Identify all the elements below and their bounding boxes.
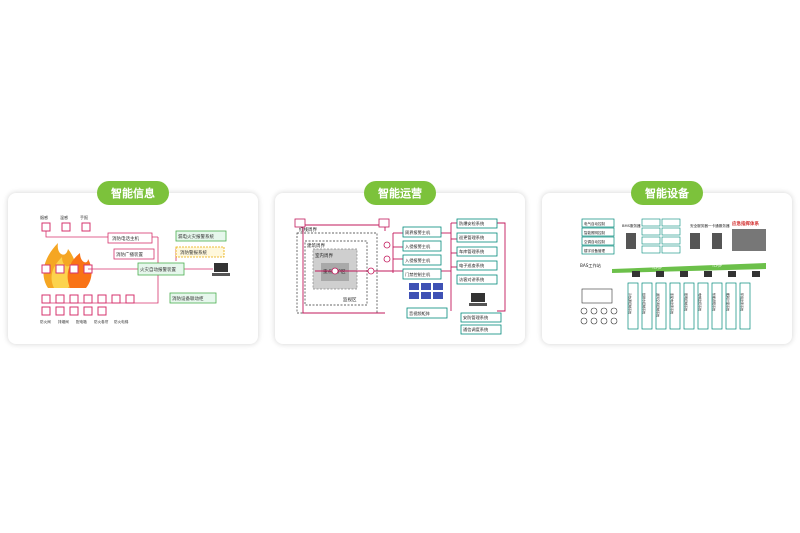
host-perimeter: 周界报警主机 bbox=[405, 229, 431, 236]
card-title: 智能运营 bbox=[364, 181, 436, 205]
label-manual: 手报 bbox=[80, 214, 88, 220]
bottom-security: 安防管理系统 bbox=[463, 314, 488, 321]
label-heat: 温感 bbox=[60, 214, 68, 220]
svg-text:电梯监控系统: 电梯监控系统 bbox=[698, 293, 703, 311]
sys-0: 防爆安检系统 bbox=[459, 220, 484, 227]
svg-text:给排水控制系统: 给排水控制系统 bbox=[642, 293, 647, 314]
bottom-matrix: 音视频矩阵 bbox=[409, 310, 431, 317]
card-title: 智能设备 bbox=[631, 181, 703, 205]
svg-text:空调自动控制: 空调自动控制 bbox=[584, 239, 605, 244]
bottom-2: 配电箱 bbox=[76, 319, 87, 324]
sys-1: 巡更管理系统 bbox=[459, 234, 484, 241]
box-auto-alarm: 火灾自动报警装置 bbox=[140, 266, 176, 273]
svg-text:变配电监测系统: 变配电监测系统 bbox=[670, 293, 675, 314]
server-icon bbox=[626, 233, 722, 249]
emergency-label: 应急指挥体系 bbox=[732, 220, 759, 227]
sys-4: 访客对讲系统 bbox=[459, 276, 484, 283]
zone-redline: 红线周界 bbox=[299, 226, 317, 233]
server-bms: BMS服务器 bbox=[622, 223, 641, 228]
bottom-1: 排烟阀 bbox=[58, 319, 69, 324]
svg-text:冷热源控制系统: 冷热源控制系统 bbox=[628, 293, 633, 314]
svg-text:楼宇设备管理: 楼宇设备管理 bbox=[584, 248, 605, 253]
box-alarm-system: 消防警报系统 bbox=[180, 249, 207, 256]
bms-diagram: 电气自动控制 智能照明控制 空调自动控制 楼宇设备管理 BMS服务器 安全服务器… bbox=[580, 218, 766, 330]
zone-building: 建筑周界 bbox=[307, 242, 325, 249]
computer-icon bbox=[469, 293, 487, 306]
bottom-0: 防火阀 bbox=[40, 319, 51, 324]
svg-text:智能照明控制: 智能照明控制 bbox=[584, 230, 605, 235]
monitor-wall-icon bbox=[409, 283, 443, 299]
command-center-image bbox=[732, 229, 766, 251]
fire-alarm-diagram: 烟感 温感 手报 消防电话主机 漏电火灾报警系统 消防广播装置 bbox=[40, 214, 230, 324]
svg-text:照明控制系统: 照明控制系统 bbox=[684, 293, 689, 311]
box-linkage: 消防设备联动柜 bbox=[172, 295, 204, 302]
server-security: 安全服务器 bbox=[690, 223, 708, 228]
host-access: 门禁控制主机 bbox=[405, 271, 431, 278]
svg-text:TCP/IP: TCP/IP bbox=[711, 264, 722, 268]
sys-2: 车库管理系统 bbox=[459, 248, 484, 255]
box-broadcast: 消防广播装置 bbox=[116, 251, 143, 258]
host-intrusion-1: 入侵报警主机 bbox=[405, 243, 431, 250]
svg-text:能耗计量系统: 能耗计量系统 bbox=[726, 293, 731, 311]
svg-text:TCP/IP: TCP/IP bbox=[651, 266, 662, 270]
bottom-3: 防火卷帘 bbox=[94, 319, 109, 324]
card-smart-equipment[interactable]: 智能设备 电气自动控制 智能照明控制 空调自动控制 楼宇设备管理 BMS服务器 … bbox=[542, 181, 792, 344]
server-card: 一卡通服务器 bbox=[708, 223, 730, 228]
controller-icons bbox=[632, 271, 760, 277]
zone-indoor: 室内周界 bbox=[315, 252, 333, 259]
bottom-dispatch: 通信调度系统 bbox=[463, 326, 488, 333]
network-bar bbox=[612, 263, 766, 273]
label-smoke: 烟感 bbox=[40, 214, 48, 220]
svg-text:环境监测系统: 环境监测系统 bbox=[740, 293, 745, 311]
card-title: 智能信息 bbox=[97, 181, 169, 205]
host-intrusion-2: 入侵报警主机 bbox=[405, 257, 431, 264]
card-smart-operation[interactable]: 智能运营 红线周界 建筑周界 室内周界 重点防护区 监视区 bbox=[275, 181, 525, 344]
security-diagram: 红线周界 建筑周界 室内周界 重点防护区 监视区 周界报警主机 入侵报警 bbox=[294, 218, 506, 335]
box-leakage: 漏电火灾报警系统 bbox=[178, 233, 214, 240]
zone-monitor: 监视区 bbox=[343, 296, 357, 303]
card-smart-info[interactable]: 智能信息 烟感 温感 手报 bbox=[8, 181, 258, 344]
svg-text:通风空调控制系统: 通风空调控制系统 bbox=[656, 293, 661, 317]
computer-icon bbox=[212, 263, 230, 276]
box-fire-phone: 消防电话主机 bbox=[112, 235, 139, 242]
sys-3: 电子巡查系统 bbox=[459, 262, 484, 269]
svg-text:电气自动控制: 电气自动控制 bbox=[584, 221, 605, 226]
bottom-4: 防火电梯 bbox=[114, 319, 129, 324]
bas-workstation: BAS工作站 bbox=[580, 262, 601, 269]
svg-text:智能遮阳系统: 智能遮阳系统 bbox=[712, 293, 717, 311]
